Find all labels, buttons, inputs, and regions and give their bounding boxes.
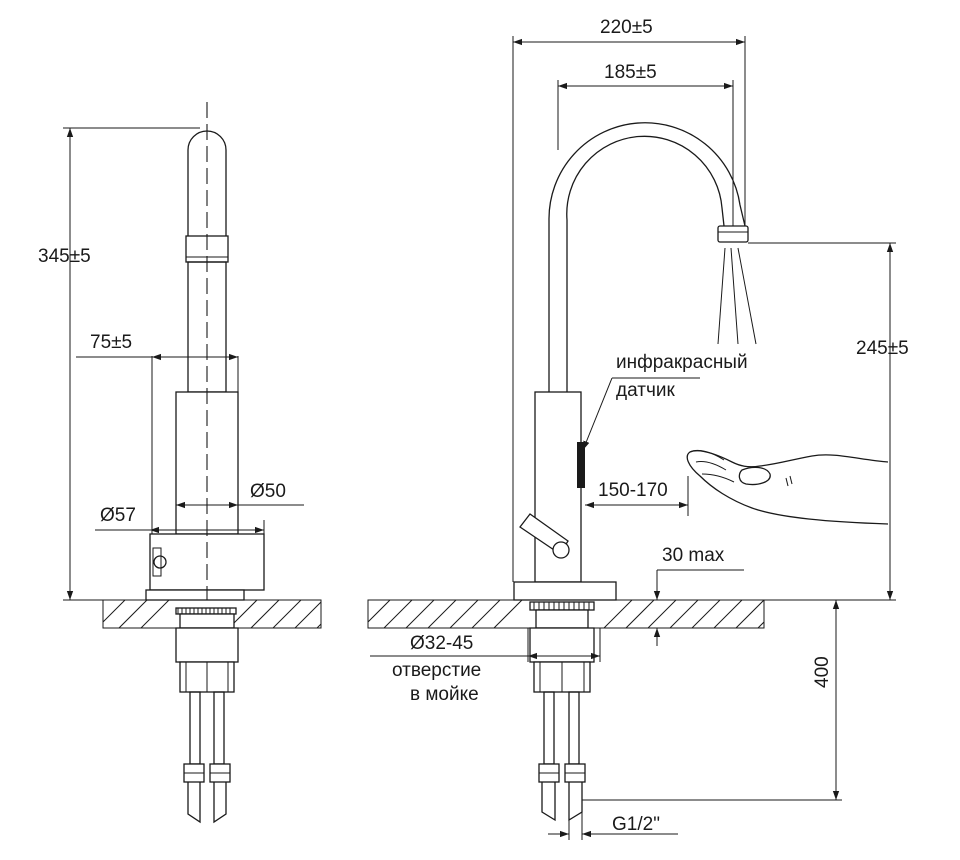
dim-spout-reach-185-label: 185±5 (604, 62, 657, 83)
dim-diameter-57-label: Ø57 (100, 505, 136, 526)
gooseneck-inner (566, 135, 725, 392)
hatch-line (427, 599, 457, 629)
hatch-line (713, 599, 743, 629)
dim-hole-diameter-label: Ø32-45 (410, 633, 473, 654)
hatch-line (669, 599, 699, 629)
hatch-line (272, 599, 302, 629)
hatch-line (102, 599, 126, 623)
hatch-line (367, 599, 391, 623)
hatch-line (294, 601, 322, 629)
infrared-sensor-window (577, 442, 585, 488)
dim-thread: G1/2" (548, 812, 678, 840)
hatch-line (735, 599, 765, 629)
hand-illustration (686, 450, 889, 525)
hatch-line (383, 599, 413, 629)
dim-spout-reach-220: 220±5 (512, 17, 746, 582)
hatch-line (625, 599, 655, 629)
side-button-icon (153, 555, 167, 569)
dim-hose-length: 400 (582, 600, 842, 801)
dim-spout-reach-220-label: 220±5 (600, 17, 653, 38)
hatch-line (118, 599, 148, 629)
aerator (717, 225, 749, 243)
hoses-left (183, 691, 231, 824)
dim-diameter-50-label: Ø50 (250, 481, 286, 502)
hatch-line (140, 599, 170, 629)
dim-thread-label: G1/2" (612, 814, 660, 835)
hatch-line (647, 599, 677, 629)
front-view: 220±5 185±5 245±5 инфракрасный датчик (367, 17, 909, 840)
dim-offset-75: 75±5 (76, 332, 239, 534)
dim-spout-height-label: 245±5 (856, 338, 909, 359)
hatch-line (471, 599, 501, 629)
sensor-label-line1: инфракрасный (616, 352, 748, 373)
sensor-callout: инфракрасный датчик (582, 352, 748, 451)
water-spray (717, 247, 757, 345)
base-plate-front (513, 581, 617, 601)
side-view: 345±5 75±5 Ø57 Ø50 (38, 102, 322, 824)
mount-body-left (175, 627, 239, 663)
dim-spout-height: 245±5 (748, 242, 909, 601)
dim-sensor-range: 150-170 (585, 476, 689, 516)
hatch-line (603, 599, 633, 629)
dim-total-height-label: 345±5 (38, 246, 91, 267)
hatch-line (250, 599, 280, 629)
dim-total-height: 345±5 (38, 127, 200, 601)
hatch-line (405, 599, 435, 629)
hatch-line (316, 623, 322, 629)
dim-deck-thickness: 30 max (653, 545, 744, 646)
hoses-right (538, 691, 586, 822)
hatch-line (757, 621, 765, 629)
dim-deck-thickness-label: 30 max (662, 545, 725, 566)
hatch-line (449, 599, 479, 629)
dim-sensor-range-label: 150-170 (598, 480, 668, 501)
gooseneck-outer (548, 122, 746, 392)
dim-spout-reach-185: 185±5 (557, 62, 734, 226)
dim-offset-75-label: 75±5 (90, 332, 132, 353)
hole-label-line2: в мойке (410, 684, 479, 705)
hole-label-line1: отверстие (392, 660, 481, 681)
mount-nut-left (179, 613, 235, 629)
dim-hose-length-label: 400 (812, 656, 833, 688)
dim-diameter-50: Ø50 (176, 481, 304, 509)
dim-hole-diameter: Ø32-45 отверстие в мойке (370, 628, 601, 705)
dim-diameter-57: Ø57 (95, 505, 265, 534)
mount-body-right (529, 627, 595, 663)
hatch-line (493, 599, 523, 629)
hatch-line (691, 599, 721, 629)
sensor-label-line2: датчик (616, 380, 675, 401)
mount-nut-right (535, 609, 589, 629)
hatching-right (367, 599, 765, 629)
base-plate (145, 589, 245, 601)
